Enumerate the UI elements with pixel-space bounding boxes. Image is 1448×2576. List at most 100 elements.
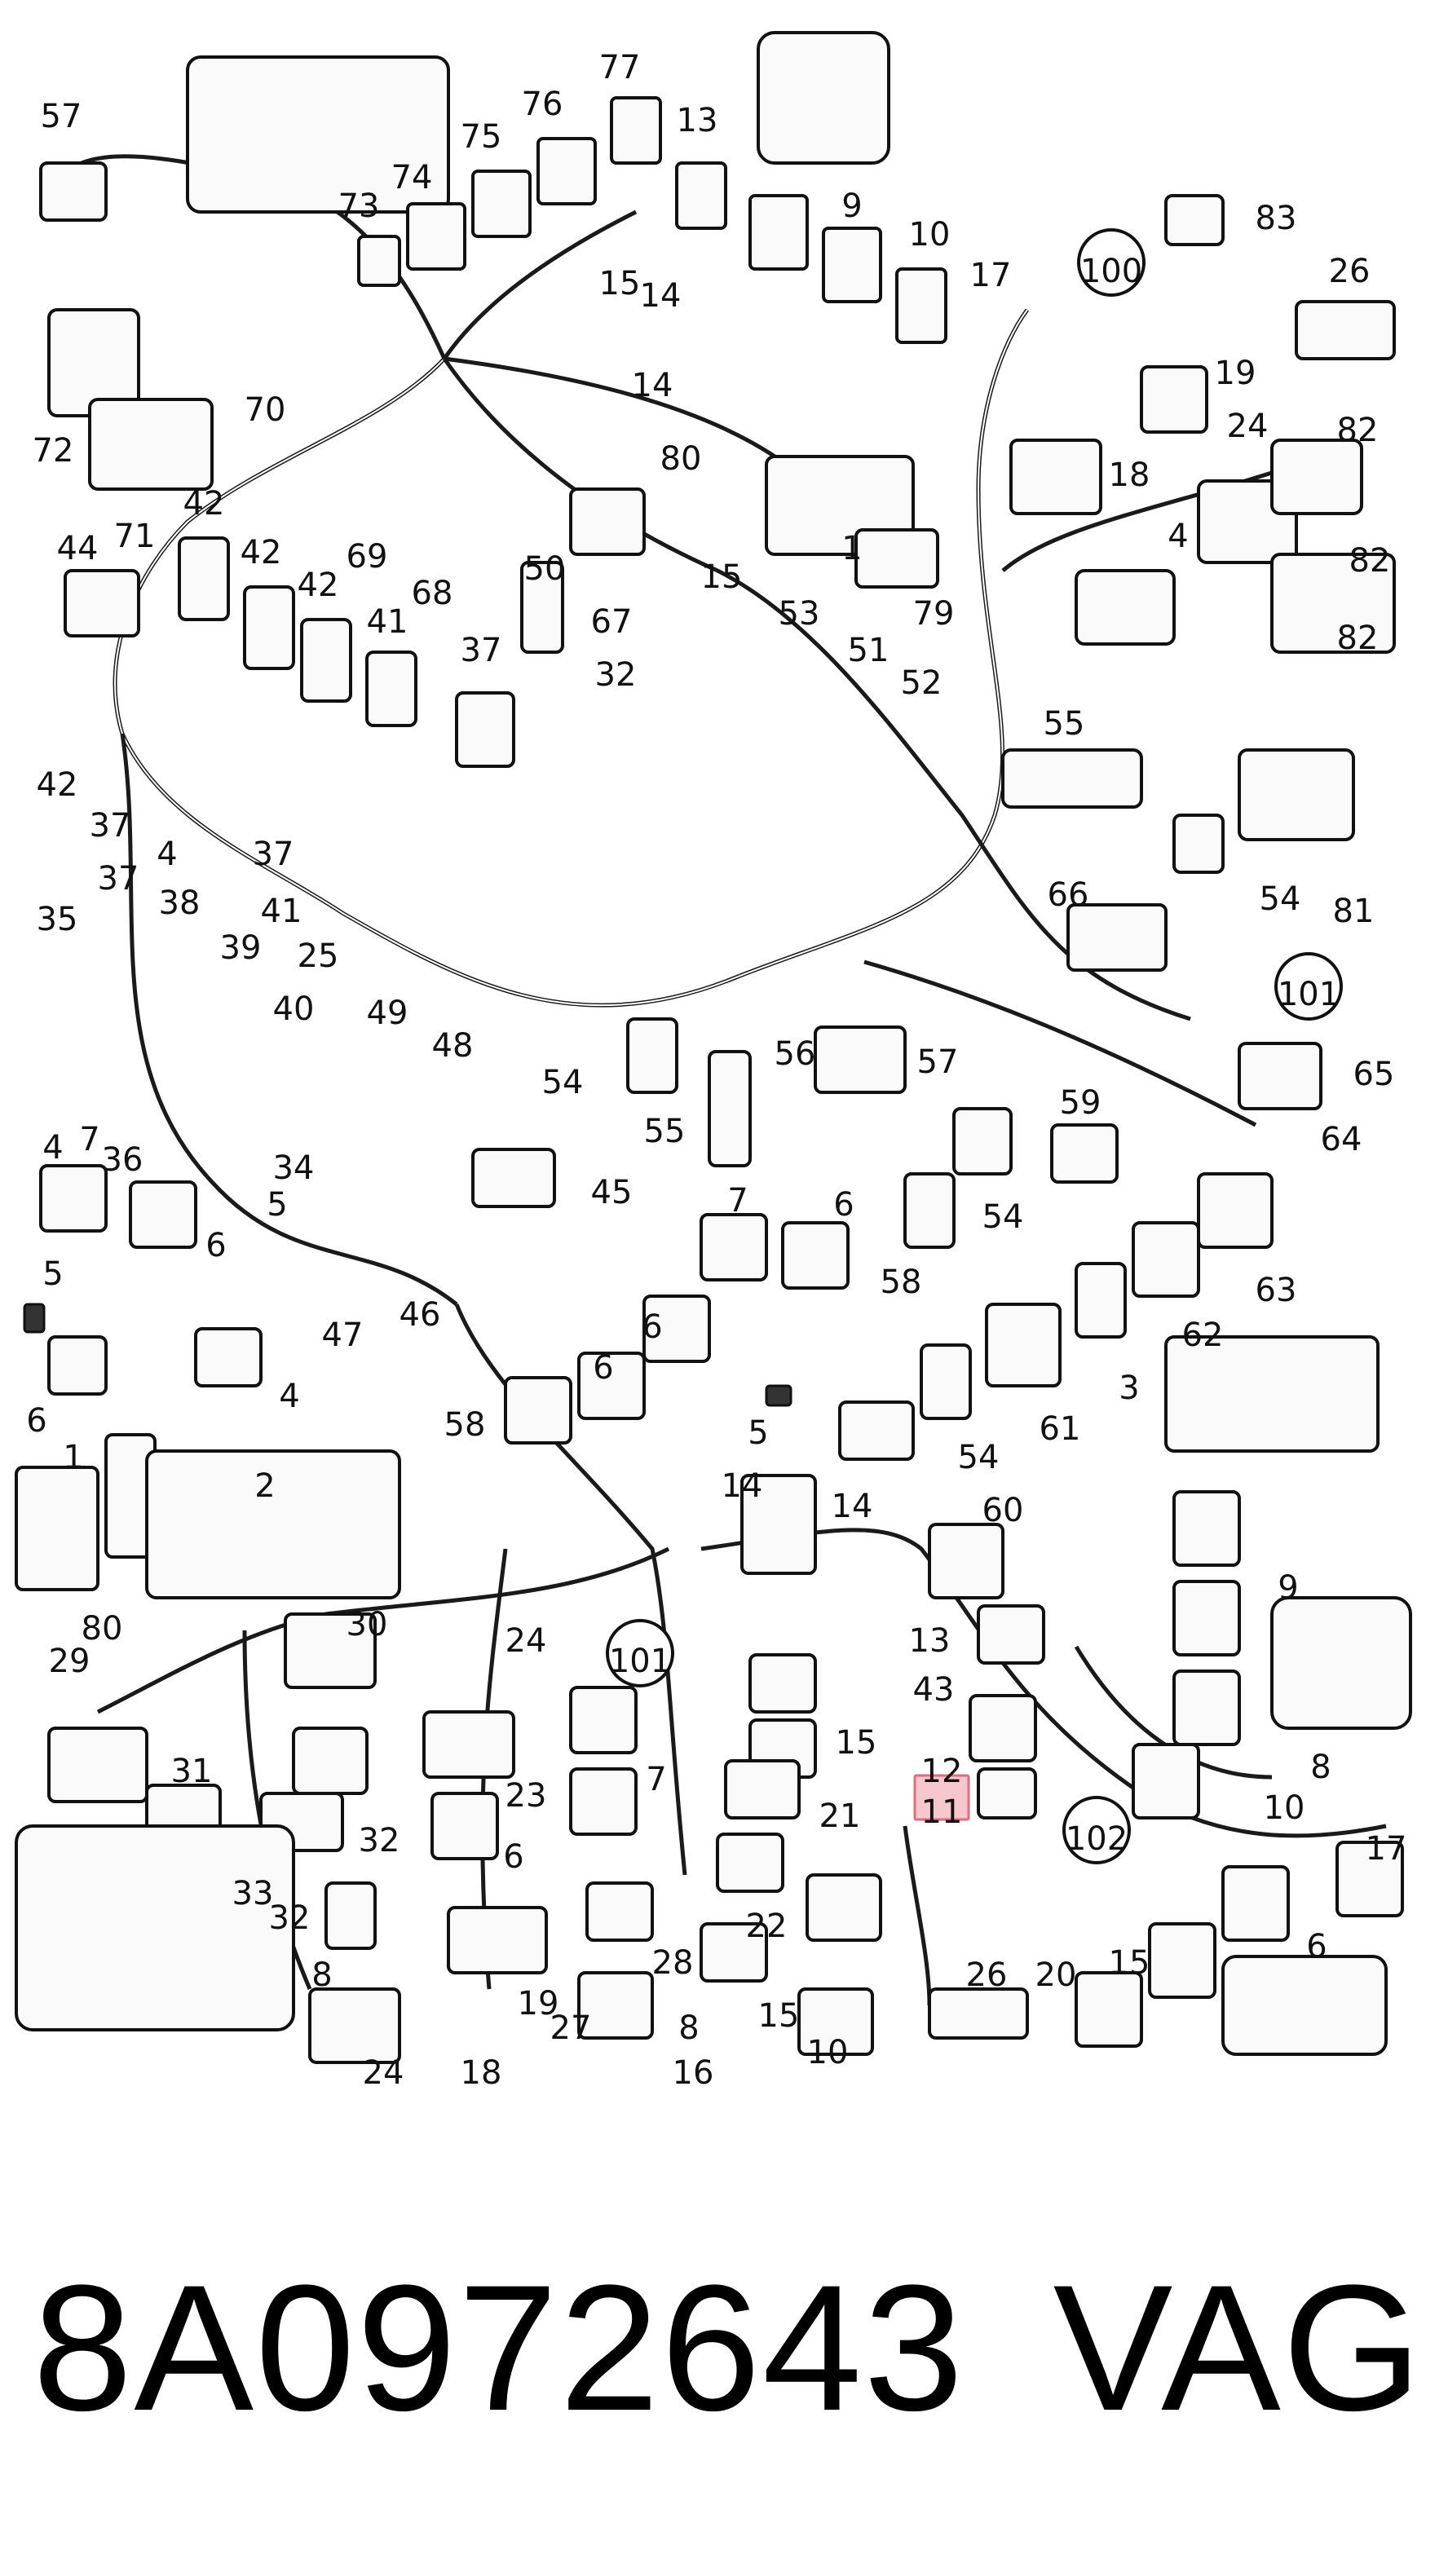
callout-label-6: 6 (833, 1186, 854, 1224)
callout-label-41: 41 (261, 893, 302, 930)
connector-74 (406, 202, 466, 271)
connector-11 (977, 1767, 1037, 1820)
callout-label-27: 27 (550, 2009, 592, 2047)
connector-23 (422, 1710, 515, 1779)
callout-label-18: 18 (1109, 457, 1150, 494)
connector-28 (324, 1881, 377, 1950)
connector-27 (308, 1987, 401, 2064)
callout-label-37: 37 (253, 836, 294, 873)
brand-label: VAG (1053, 2247, 1424, 2448)
callout-label-83: 83 (1256, 200, 1297, 237)
callout-label-19: 19 (1215, 355, 1256, 392)
callout-label-6: 6 (593, 1349, 613, 1387)
callout-label-50: 50 (524, 550, 566, 588)
connector-15-b (748, 1653, 817, 1714)
callout-label-14: 14 (832, 1488, 873, 1525)
callout-label-20: 20 (1035, 1956, 1077, 1994)
callout-label-57: 57 (41, 98, 82, 135)
connector-60 (838, 1400, 915, 1461)
connector-82-b (1270, 439, 1363, 515)
connector-42-c (300, 618, 352, 703)
connector-7-mid (700, 1213, 768, 1281)
connector-21 (724, 1759, 801, 1820)
connector-55-top (1001, 748, 1143, 809)
callout-label-31: 31 (171, 1753, 213, 1790)
connector-81 (1238, 748, 1355, 841)
control-module (186, 55, 450, 214)
connector-19-bottom (806, 1873, 882, 1942)
connector-83 (1164, 194, 1225, 246)
connector-73 (357, 235, 401, 287)
callout-label-29: 29 (49, 1643, 90, 1680)
connector-10-c (1075, 1971, 1143, 2048)
callout-label-67: 67 (591, 603, 633, 641)
callout-label-79: 79 (913, 595, 955, 633)
callout-label-37: 37 (98, 860, 139, 898)
part-number: 8A0972643 (33, 2247, 965, 2448)
connector-59 (1050, 1123, 1119, 1184)
callout-label-4: 4 (1168, 518, 1188, 555)
connector-54-right (1172, 814, 1225, 874)
connector-19-top (1140, 365, 1208, 434)
radio-unit (1164, 1335, 1380, 1453)
highlight-box (913, 1774, 970, 1821)
callout-label-5: 5 (267, 1186, 287, 1224)
callout-label-68: 68 (412, 575, 453, 612)
callout-label-39: 39 (220, 929, 262, 967)
callout-label-2: 2 (254, 1467, 275, 1505)
connector-6-d (504, 1376, 572, 1445)
connector-9-a (1172, 1490, 1241, 1567)
callout-label-14: 14 (632, 367, 673, 404)
connector-9-b (1172, 1580, 1241, 1656)
connector-42-b (243, 585, 295, 670)
connector-82-c (1075, 569, 1176, 646)
callout-label-30: 30 (347, 1606, 388, 1643)
callout-label-32: 32 (269, 1899, 311, 1937)
callout-label-80: 80 (82, 1610, 123, 1647)
connector-6-c (577, 1352, 646, 1420)
callout-label-102: 102 (1066, 1820, 1128, 1858)
connector-6-left (129, 1180, 197, 1249)
connector-44 (64, 569, 140, 637)
callout-label-61: 61 (1040, 1410, 1081, 1448)
callout-label-24: 24 (363, 2054, 404, 2092)
connector-15-bottom-a (585, 1881, 654, 1942)
callout-label-62: 62 (1182, 1317, 1224, 1354)
callout-label-26: 26 (966, 1956, 1008, 1994)
relay-carrier-top (757, 31, 890, 165)
callout-label-6: 6 (26, 1402, 46, 1440)
callout-label-23: 23 (505, 1777, 547, 1815)
connector-12 (969, 1694, 1037, 1762)
callout-label-37: 37 (461, 632, 502, 669)
callout-label-45: 45 (591, 1174, 633, 1211)
connector-54-c (920, 1343, 972, 1420)
connector-6-bottom (569, 1767, 638, 1836)
callout-label-1: 1 (841, 530, 862, 567)
connector-5-mid (765, 1384, 792, 1407)
callout-label-7: 7 (79, 1121, 99, 1158)
connector-77 (610, 96, 662, 165)
callout-label-11: 11 (921, 1793, 963, 1831)
callout-label-42: 42 (241, 534, 282, 571)
connector-9-top (748, 194, 809, 271)
connector-71 (88, 398, 214, 491)
connector-26-top (1295, 300, 1396, 360)
callout-label-6: 6 (503, 1838, 523, 1876)
callout-label-5: 5 (42, 1255, 63, 1293)
callout-label-37: 37 (90, 807, 131, 845)
callout-label-14: 14 (640, 277, 682, 315)
callout-label-8: 8 (311, 1956, 332, 1994)
callout-label-15: 15 (701, 558, 743, 596)
relay-carrier-bottom (1270, 1596, 1412, 1730)
callout-label-6: 6 (205, 1227, 226, 1264)
callout-label-58: 58 (444, 1406, 486, 1444)
connector-7-bottom (569, 1686, 638, 1754)
callout-label-60: 60 (982, 1492, 1024, 1529)
callout-label-101: 101 (1278, 976, 1340, 1013)
callout-label-13: 13 (909, 1622, 951, 1660)
callout-label-42: 42 (298, 567, 339, 604)
callout-label-4: 4 (157, 836, 177, 873)
callout-label-72: 72 (33, 432, 74, 470)
callout-label-7: 7 (646, 1761, 666, 1798)
